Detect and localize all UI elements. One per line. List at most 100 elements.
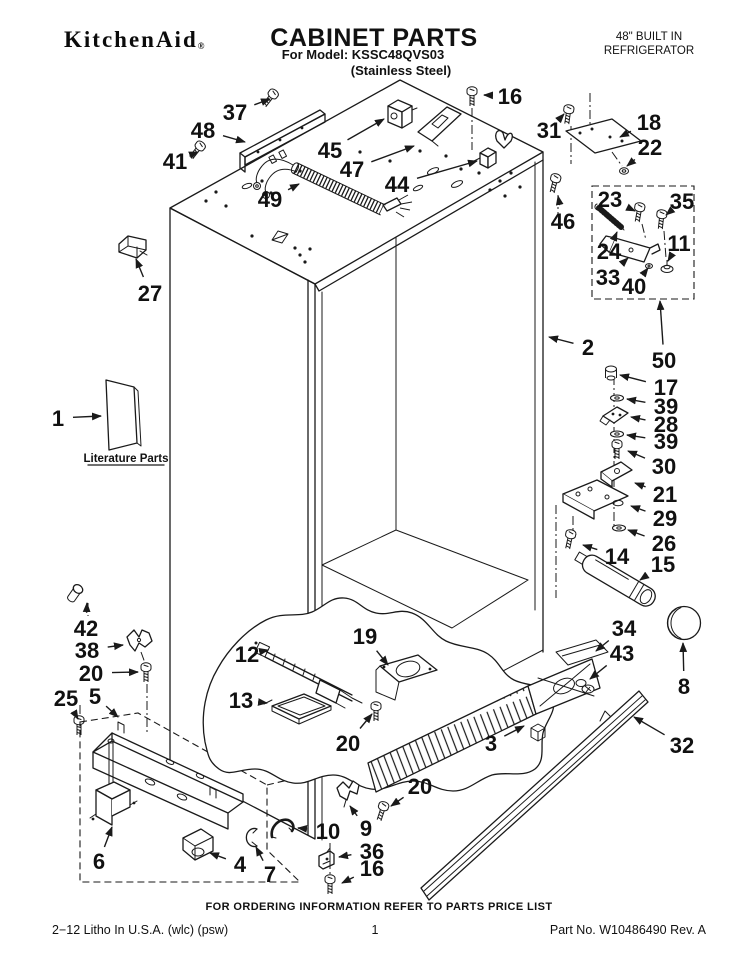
butterfly-clip-38 bbox=[126, 629, 153, 652]
callout-number-33: 33 bbox=[596, 265, 620, 290]
registered-mark: ® bbox=[197, 41, 205, 51]
callout-number-20: 20 bbox=[408, 774, 432, 799]
callout-34-31: 34 bbox=[595, 616, 637, 652]
washer-26 bbox=[611, 524, 627, 532]
callout-number-31: 31 bbox=[537, 118, 561, 143]
base-trim-32 bbox=[420, 690, 649, 901]
callout-number-12: 12 bbox=[235, 642, 259, 667]
callout-16-7: 16 bbox=[483, 84, 522, 109]
callout-39-23: 39 bbox=[626, 429, 678, 454]
callout-number-44: 44 bbox=[385, 172, 410, 197]
literature-parts-label: Literature Parts bbox=[83, 453, 168, 465]
screw-23 bbox=[631, 201, 646, 224]
callout-number-6: 6 bbox=[93, 849, 105, 874]
callout-28-22: 28 bbox=[630, 412, 678, 437]
callout-number-8: 8 bbox=[678, 674, 690, 699]
clip-36 bbox=[318, 847, 335, 870]
callout-19-47: 19 bbox=[353, 624, 389, 666]
screw-20-left bbox=[140, 662, 152, 683]
grommet-screw-42 bbox=[67, 583, 84, 603]
callout-number-42: 42 bbox=[74, 616, 98, 641]
callout-number-37: 37 bbox=[223, 100, 247, 125]
screw-46 bbox=[546, 172, 563, 195]
callout-13-46: 13 bbox=[229, 688, 268, 713]
callout-17-20: 17 bbox=[619, 373, 678, 400]
ordering-note: FOR ORDERING INFORMATION REFER TO PARTS … bbox=[205, 901, 553, 913]
callout-32-33: 32 bbox=[633, 716, 694, 758]
callout-number-43: 43 bbox=[610, 641, 634, 666]
litho-line: 2−12 Litho In U.S.A. (wlc) (psw) bbox=[52, 923, 229, 937]
baffle-clip-31 bbox=[495, 129, 513, 149]
callout-8-30: 8 bbox=[678, 642, 690, 699]
callout-number-34: 34 bbox=[612, 616, 637, 641]
hinge-foot-11 bbox=[660, 260, 674, 273]
callout-4-42: 4 bbox=[209, 852, 247, 877]
callout-number-13: 13 bbox=[229, 688, 253, 713]
callout-31-8: 31 bbox=[537, 113, 565, 143]
callout-6-41: 6 bbox=[93, 826, 113, 874]
relay-box-45 bbox=[387, 99, 418, 129]
model-line: For Model: KSSC48QVS03 bbox=[281, 47, 445, 62]
callout-number-21: 21 bbox=[653, 482, 677, 507]
callout-41-2: 41 bbox=[163, 149, 199, 174]
top-rail-bracket-48 bbox=[239, 109, 326, 173]
screw-14 bbox=[562, 528, 578, 551]
callout-number-47: 47 bbox=[340, 157, 364, 182]
wing-clip-9 bbox=[336, 780, 360, 808]
callout-number-48: 48 bbox=[191, 118, 215, 143]
callout-30-24: 30 bbox=[627, 450, 676, 479]
callout-10-44: 10 bbox=[297, 819, 340, 844]
callout-number-27: 27 bbox=[138, 281, 162, 306]
callout-number-10: 10 bbox=[316, 819, 340, 844]
callout-1-35: 1 bbox=[52, 406, 102, 431]
callout-number-9: 9 bbox=[360, 816, 372, 841]
screw-35 bbox=[654, 208, 668, 230]
callout-number-3: 3 bbox=[485, 731, 497, 756]
bracket-34 bbox=[555, 639, 609, 666]
hinge-plate-18 bbox=[565, 118, 642, 154]
connector-44 bbox=[473, 147, 497, 169]
leveling-leg-6 bbox=[89, 738, 138, 826]
callout-number-4: 4 bbox=[234, 852, 247, 877]
callout-number-38: 38 bbox=[75, 638, 99, 663]
callout-number-26: 26 bbox=[652, 531, 676, 556]
callout-20-38: 20 bbox=[79, 661, 139, 686]
callout-12-45: 12 bbox=[235, 642, 269, 667]
callout-18-9: 18 bbox=[619, 110, 661, 138]
callout-number-16: 16 bbox=[360, 856, 384, 881]
callout-number-39: 39 bbox=[654, 429, 678, 454]
callout-number-45: 45 bbox=[318, 138, 342, 163]
callout-number-36: 36 bbox=[360, 839, 384, 864]
callout-number-22: 22 bbox=[638, 135, 662, 160]
screw-20-bottom bbox=[373, 799, 391, 823]
callout-number-46: 46 bbox=[551, 209, 575, 234]
callout-39-21: 39 bbox=[626, 394, 678, 419]
shelf-clip-27 bbox=[118, 235, 148, 259]
product-type-line1: 48" BUILT IN bbox=[615, 31, 683, 43]
page-number: 1 bbox=[371, 923, 379, 937]
e-clip-7 bbox=[245, 827, 258, 848]
callout-44-6: 44 bbox=[385, 159, 478, 197]
screw-16-top bbox=[466, 86, 478, 107]
callout-48-1: 48 bbox=[191, 118, 246, 144]
callout-number-49: 49 bbox=[258, 187, 282, 212]
page-title: CABINET PARTS bbox=[270, 24, 478, 52]
hook-spring-10 bbox=[270, 818, 295, 839]
base-rail-kit-box-5 bbox=[79, 712, 302, 883]
fan-shroud-19 bbox=[375, 654, 438, 701]
defrost-heater-49 bbox=[253, 149, 413, 218]
callout-37-0: 37 bbox=[223, 98, 271, 125]
callout-40-16: 40 bbox=[622, 267, 649, 299]
callout-number-50: 50 bbox=[652, 348, 676, 373]
brand-name: KitchenAid bbox=[64, 27, 198, 52]
callout-20-48: 20 bbox=[336, 713, 373, 756]
callout-number-30: 30 bbox=[652, 454, 676, 479]
callout-42-36: 42 bbox=[74, 602, 98, 641]
callout-number-17: 17 bbox=[654, 375, 678, 400]
callout-number-1: 1 bbox=[52, 406, 64, 431]
callout-number-35: 35 bbox=[670, 189, 694, 214]
hinge-plate-29 bbox=[562, 479, 629, 520]
roller-assembly-4 bbox=[182, 828, 214, 861]
callout-50-18: 50 bbox=[652, 300, 676, 373]
callout-23-12: 23 bbox=[598, 187, 636, 212]
